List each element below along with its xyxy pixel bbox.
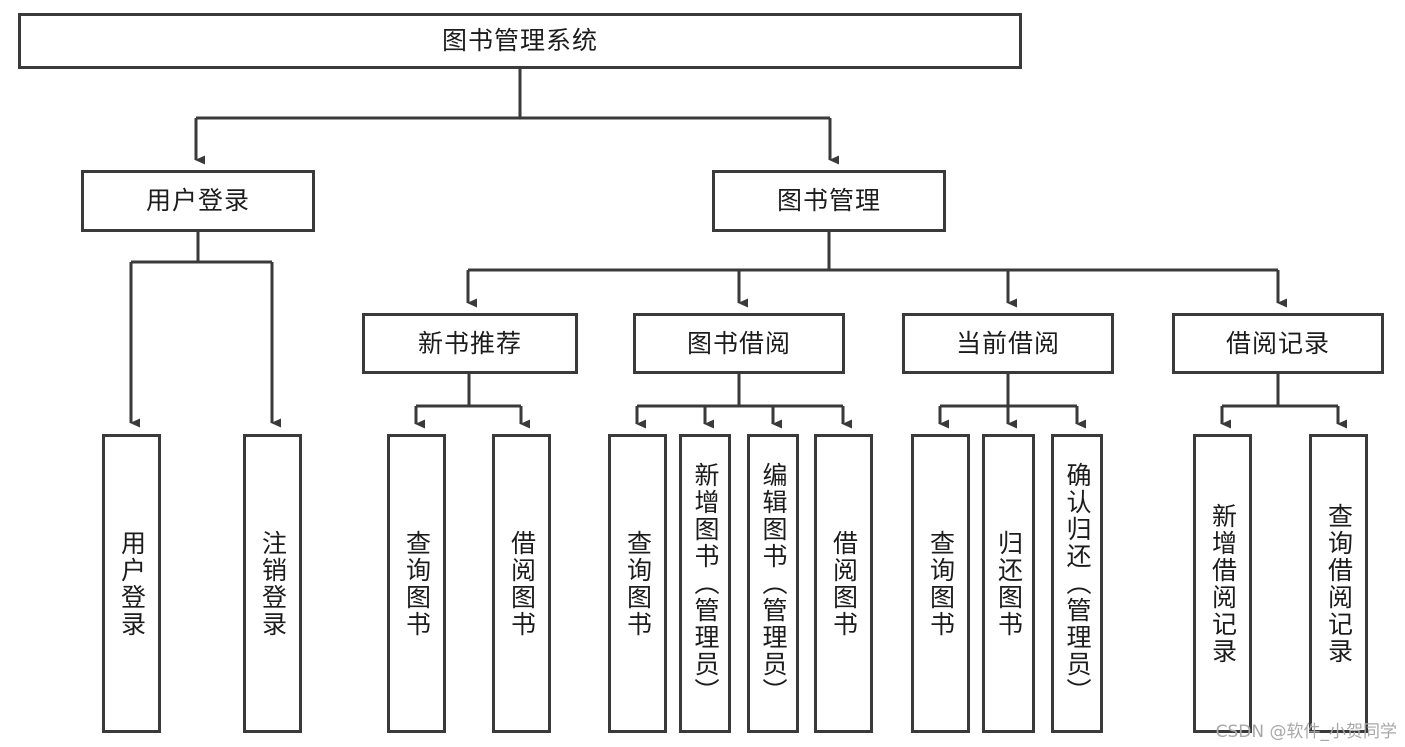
leaf-user-login-do-login[interactable]: 用户登录 xyxy=(102,434,161,733)
leaf-label: 确认归还（管理员） xyxy=(1063,462,1092,705)
node-book-management[interactable]: 图书管理 xyxy=(712,170,946,232)
leaf-current-query-book[interactable]: 查询图书 xyxy=(911,434,970,733)
leaf-borrow-add-book-admin[interactable]: 新增图书（管理员） xyxy=(679,434,731,733)
node-root-label: 图书管理系统 xyxy=(441,26,598,56)
leaf-current-confirm-return-admin[interactable]: 确认归还（管理员） xyxy=(1051,434,1103,733)
leaf-label: 查询图书 xyxy=(623,529,653,638)
leaf-label: 查询图书 xyxy=(402,529,432,638)
node-borrow-record[interactable]: 借阅记录 xyxy=(1172,313,1384,374)
node-new-book-recommend[interactable]: 新书推荐 xyxy=(362,313,578,374)
leaf-record-add-borrow-record[interactable]: 新增借阅记录 xyxy=(1193,434,1252,733)
leaf-current-return-book[interactable]: 归还图书 xyxy=(982,434,1035,733)
edges-bookmanage-to-level3 xyxy=(466,232,1287,308)
node-book-management-label: 图书管理 xyxy=(776,186,881,216)
node-book-borrow[interactable]: 图书借阅 xyxy=(633,313,845,374)
leaf-borrow-borrow-book[interactable]: 借阅图书 xyxy=(814,434,873,733)
leaf-new-book-query-book[interactable]: 查询图书 xyxy=(387,434,446,733)
leaf-label: 查询图书 xyxy=(926,529,956,638)
leaf-user-login-logout[interactable]: 注销登录 xyxy=(243,434,302,733)
edges-record-to-leaves xyxy=(1220,374,1347,429)
edges-borrow-to-leaves xyxy=(635,374,852,429)
edges-booklogin-to-leaves xyxy=(129,232,281,428)
leaf-label: 编辑图书（管理员） xyxy=(759,462,788,705)
edges-current-to-leaves xyxy=(938,374,1086,429)
edges-root-to-level2 xyxy=(194,68,839,165)
leaf-label: 新增借阅记录 xyxy=(1208,502,1238,665)
node-current-borrow[interactable]: 当前借阅 xyxy=(902,313,1114,374)
leaf-borrow-query-book[interactable]: 查询图书 xyxy=(608,434,667,733)
node-current-borrow-label: 当前借阅 xyxy=(955,328,1060,358)
leaf-record-query-borrow-record[interactable]: 查询借阅记录 xyxy=(1309,434,1368,733)
leaf-label: 用户登录 xyxy=(117,529,147,638)
leaf-label: 归还图书 xyxy=(994,529,1024,638)
node-new-book-recommend-label: 新书推荐 xyxy=(417,328,522,358)
node-borrow-record-label: 借阅记录 xyxy=(1225,328,1330,358)
edges-newbook-to-leaves xyxy=(414,374,530,429)
leaf-label: 注销登录 xyxy=(258,529,288,638)
leaf-new-book-borrow-book[interactable]: 借阅图书 xyxy=(492,434,551,733)
leaf-label: 新增图书（管理员） xyxy=(691,462,720,705)
leaf-label: 借阅图书 xyxy=(507,529,537,638)
leaf-borrow-edit-book-admin[interactable]: 编辑图书（管理员） xyxy=(747,434,799,733)
node-root-library-management-system[interactable]: 图书管理系统 xyxy=(18,13,1022,69)
leaf-label: 借阅图书 xyxy=(829,529,859,638)
node-user-login[interactable]: 用户登录 xyxy=(81,170,315,232)
leaf-label: 查询借阅记录 xyxy=(1324,502,1354,665)
node-book-borrow-label: 图书借阅 xyxy=(686,328,791,358)
node-user-login-label: 用户登录 xyxy=(145,186,250,216)
